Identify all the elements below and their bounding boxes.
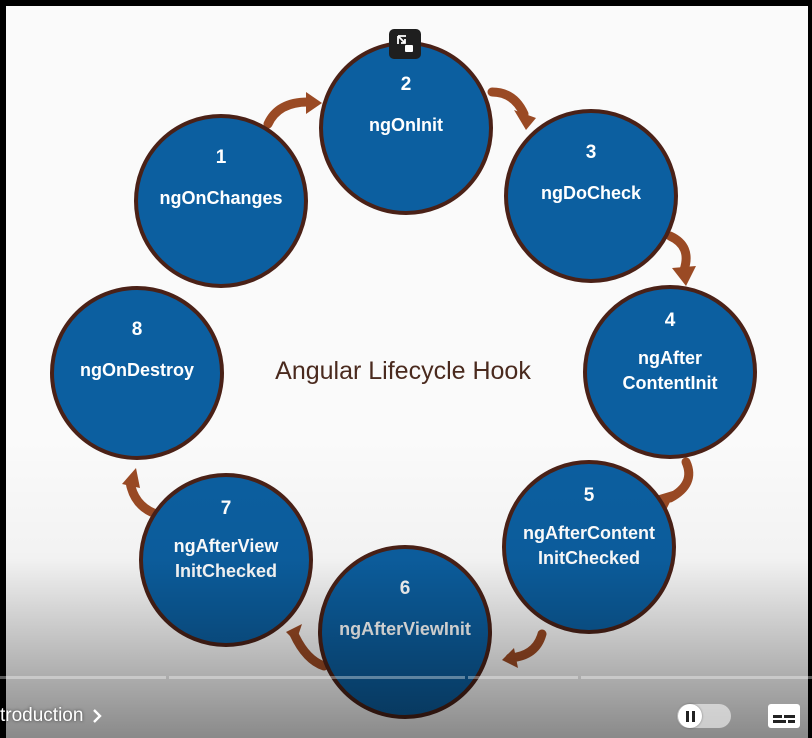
step-number: 4 [665, 310, 676, 331]
step-number: 7 [221, 498, 232, 519]
step-circle [502, 460, 676, 634]
step-circle [318, 545, 492, 719]
chapter-segment[interactable] [169, 676, 465, 679]
cycle-arrow [263, 97, 313, 129]
step-circle [134, 114, 308, 288]
step-circle [583, 285, 757, 459]
step-label: ngAfterContent [523, 523, 655, 543]
step-label: ngOnDestroy [80, 360, 194, 380]
cycle-arrow [487, 87, 529, 119]
step-number: 6 [400, 578, 411, 599]
arrow-head [514, 110, 536, 130]
step-circle [139, 473, 313, 647]
step-number: 5 [584, 485, 595, 506]
autoplay-toggle[interactable] [677, 704, 731, 728]
step-circle [50, 286, 224, 460]
arrow-head [672, 266, 696, 286]
step-label: ngAfter [638, 348, 702, 368]
arrow-head [122, 468, 140, 488]
chevron-right-icon [93, 709, 103, 723]
step-label: InitChecked [538, 548, 640, 568]
captions-button[interactable] [766, 702, 802, 730]
step-label: ngOnChanges [159, 188, 282, 208]
step-circle [504, 109, 678, 283]
arrow-head [502, 648, 518, 668]
arrow-head [286, 624, 302, 642]
step-number: 3 [586, 142, 597, 163]
chapter-progress[interactable] [0, 676, 812, 679]
lifecycle-step: 2 ngOnInit [319, 41, 493, 215]
chapter-segment[interactable] [468, 676, 578, 679]
miniplayer-icon [397, 35, 413, 52]
step-number: 8 [132, 319, 143, 340]
step-label: ngOnInit [369, 115, 443, 135]
chapter-title: troduction [0, 705, 84, 726]
cycle-arrow [665, 231, 691, 275]
lifecycle-step: 6 ngAfterViewInit [318, 545, 492, 719]
pause-icon [678, 704, 702, 728]
chapter-segment[interactable] [0, 676, 166, 679]
lifecycle-step: 3 ngDoCheck [504, 109, 678, 283]
miniplayer-button[interactable] [389, 29, 421, 59]
arrow-head [656, 490, 676, 510]
step-label: ngAfterView [174, 536, 280, 556]
cycle-arrow [665, 457, 694, 503]
step-label: ContentInit [623, 373, 718, 393]
lifecycle-step: 8 ngOnDestroy [50, 286, 224, 460]
cycle-arrow [125, 477, 161, 519]
step-label: InitChecked [175, 561, 277, 581]
diagram-title: Angular Lifecycle Hook [275, 357, 531, 385]
arrow-head [306, 92, 322, 114]
chapter-segment[interactable] [581, 676, 812, 679]
chapter-title-button[interactable]: troduction [0, 702, 103, 730]
step-label: ngDoCheck [541, 183, 642, 203]
lifecycle-step: 1 ngOnChanges [134, 114, 308, 288]
step-label: ngAfterViewInit [339, 619, 471, 639]
captions-icon [768, 704, 800, 728]
step-number: 2 [401, 74, 412, 95]
step-number: 1 [216, 147, 227, 168]
lifecycle-diagram: 1ngOnChanges2ngOnInit3ngDoCheck4ngAfterC… [50, 41, 757, 719]
